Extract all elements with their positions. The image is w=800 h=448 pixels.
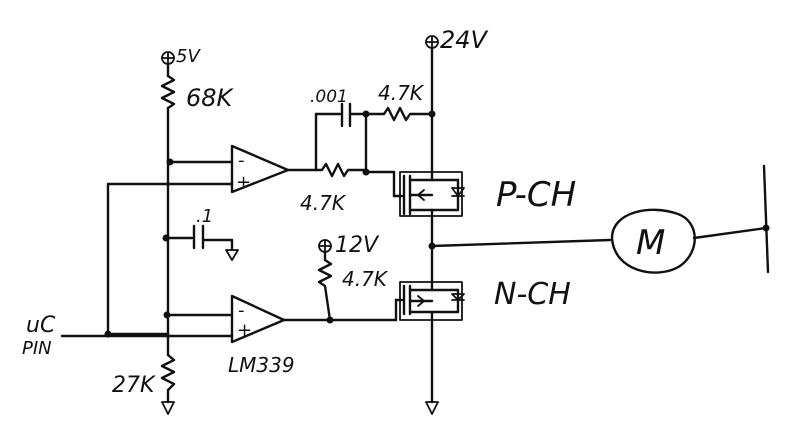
label-12v: 12V <box>335 233 380 258</box>
svg-text:-: - <box>238 150 245 171</box>
label-24v: 24V <box>440 26 489 54</box>
ground-nch-icon <box>425 401 439 415</box>
resistor-47k-n <box>317 250 333 322</box>
ground-27k-icon <box>161 401 175 415</box>
supply-24v-symbol <box>425 35 439 49</box>
label-r47k-top: 4.7K <box>378 81 425 105</box>
supply-5v-symbol <box>161 51 175 78</box>
resistor-68k <box>160 74 176 110</box>
resistor-47k-top <box>382 106 434 122</box>
label-uc: uC <box>26 313 56 338</box>
mosfet-n-channel <box>394 281 465 321</box>
resistor-27k <box>160 353 176 404</box>
svg-text:-: - <box>238 300 245 321</box>
ground-cap-icon <box>225 249 239 261</box>
resistor-47k-mid <box>314 162 368 178</box>
motor-wire <box>430 238 612 248</box>
label-r47k-mid: 4.7K <box>300 191 347 215</box>
motor-symbol: M <box>610 208 696 274</box>
return-bar <box>762 164 770 274</box>
label-5v: 5V <box>176 46 201 67</box>
label-68k: 68K <box>186 84 235 112</box>
label-pch: P-CH <box>496 175 576 215</box>
svg-text:+: + <box>237 320 252 341</box>
label-pin: PIN <box>22 338 52 359</box>
label-nch: N-CH <box>494 277 571 312</box>
label-cap-01: .1 <box>196 206 213 227</box>
label-27k: 27K <box>112 373 156 398</box>
svg-text:+: + <box>236 172 251 193</box>
supply-12v-symbol <box>318 239 332 253</box>
mosfet-p-channel <box>392 171 465 217</box>
label-r47k-n: 4.7K <box>342 267 389 291</box>
label-lm339: LM339 <box>228 353 295 377</box>
label-motor: M <box>636 223 665 263</box>
comparator-bottom: - + <box>230 294 286 344</box>
comparator-top: - + <box>230 144 290 194</box>
label-cap-001: .001 <box>310 87 348 107</box>
